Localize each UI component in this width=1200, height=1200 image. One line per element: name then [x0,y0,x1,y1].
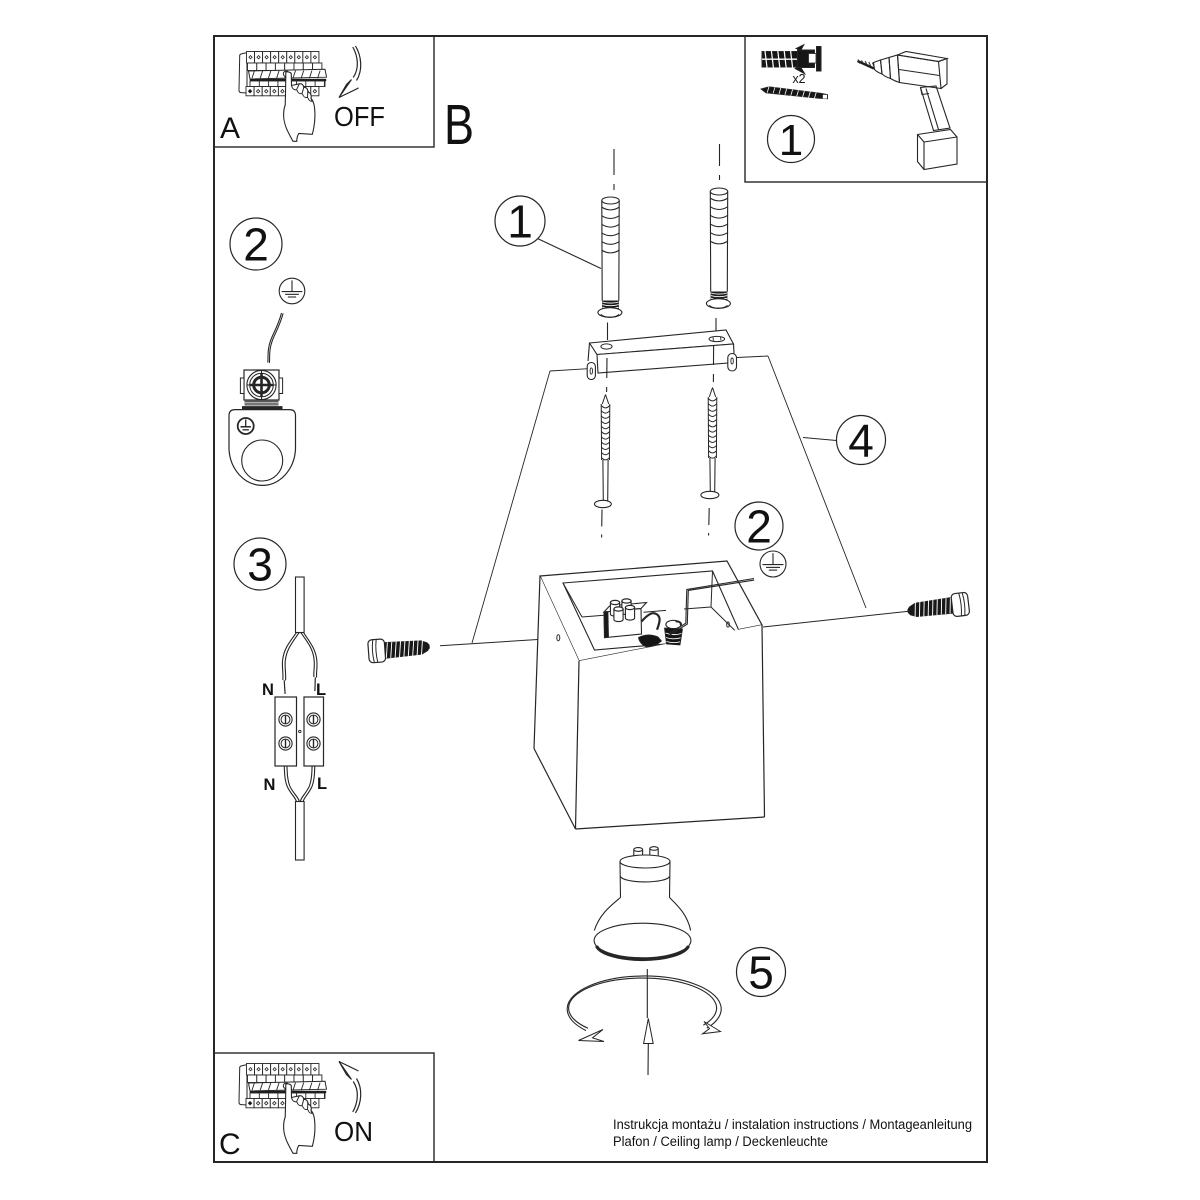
svg-text:1: 1 [779,116,803,165]
svg-text:Instrukcja montażu / instalati: Instrukcja montażu / instalation instruc… [613,1117,972,1132]
svg-text:2: 2 [243,219,269,271]
svg-text:1: 1 [507,196,533,248]
svg-text:3: 3 [247,539,273,591]
svg-text:L: L [316,681,326,699]
svg-text:2: 2 [746,501,772,553]
svg-text:ON: ON [334,1116,373,1147]
svg-text:B: B [444,93,474,157]
svg-text:N: N [264,776,276,794]
svg-text:OFF: OFF [334,101,385,132]
svg-text:A: A [220,112,240,145]
svg-text:4: 4 [848,415,874,467]
svg-text:N: N [262,681,274,699]
svg-text:5: 5 [748,947,774,999]
svg-text:x2: x2 [793,71,806,86]
svg-text:Plafon / Ceiling lamp / Decken: Plafon / Ceiling lamp / Deckenleuchte [613,1134,828,1149]
svg-text:L: L [317,775,327,793]
svg-text:C: C [219,1128,241,1161]
